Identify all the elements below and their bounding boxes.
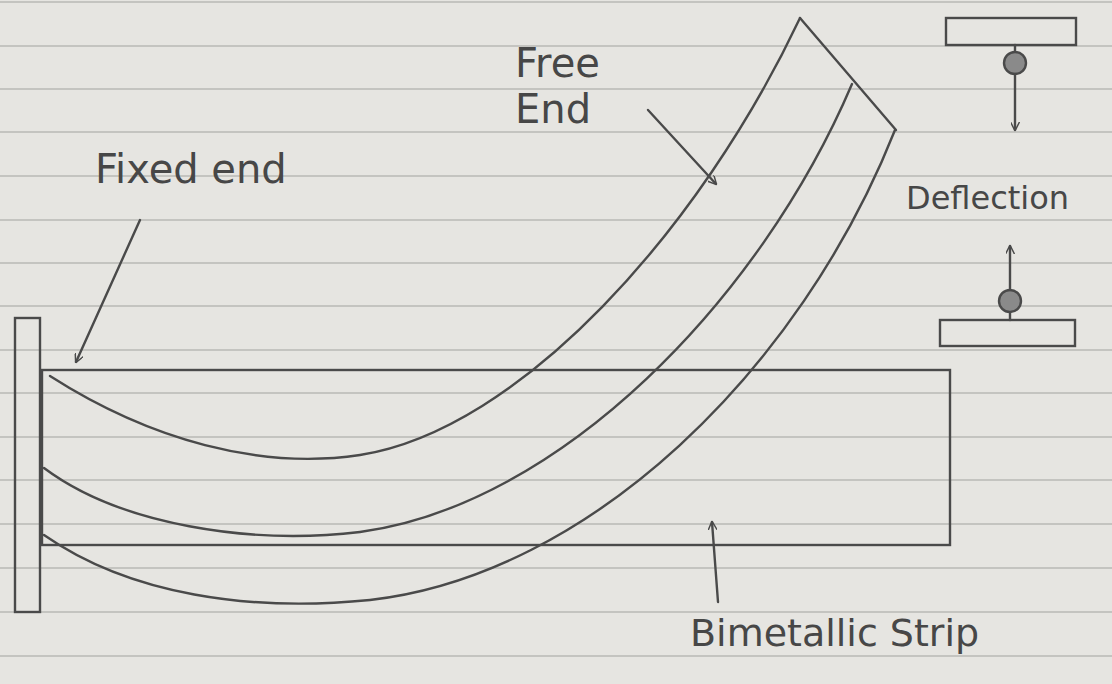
contact-plate xyxy=(940,320,1075,346)
fixed-support xyxy=(15,318,40,612)
contact-plate xyxy=(946,18,1076,45)
part-label: Free End xyxy=(515,40,635,132)
strip-free-end xyxy=(800,18,896,130)
contact-ball xyxy=(1004,52,1026,74)
leader-line xyxy=(712,522,718,602)
contact-ball xyxy=(999,290,1021,312)
bent-strip-bottom xyxy=(44,130,895,604)
part-label: Fixed end xyxy=(95,146,287,192)
leader-line xyxy=(648,110,716,184)
deflection-arrow xyxy=(1009,246,1011,290)
leader-line xyxy=(76,220,140,362)
bent-strip-top xyxy=(50,18,800,459)
contact-stem xyxy=(1009,312,1011,320)
bent-strip-middle xyxy=(44,84,852,536)
part-label: Deflection xyxy=(906,180,1069,217)
part-label: Bimetallic Strip xyxy=(690,612,979,656)
ruled-lines xyxy=(0,2,1112,656)
deflection-arrow xyxy=(1014,74,1016,130)
